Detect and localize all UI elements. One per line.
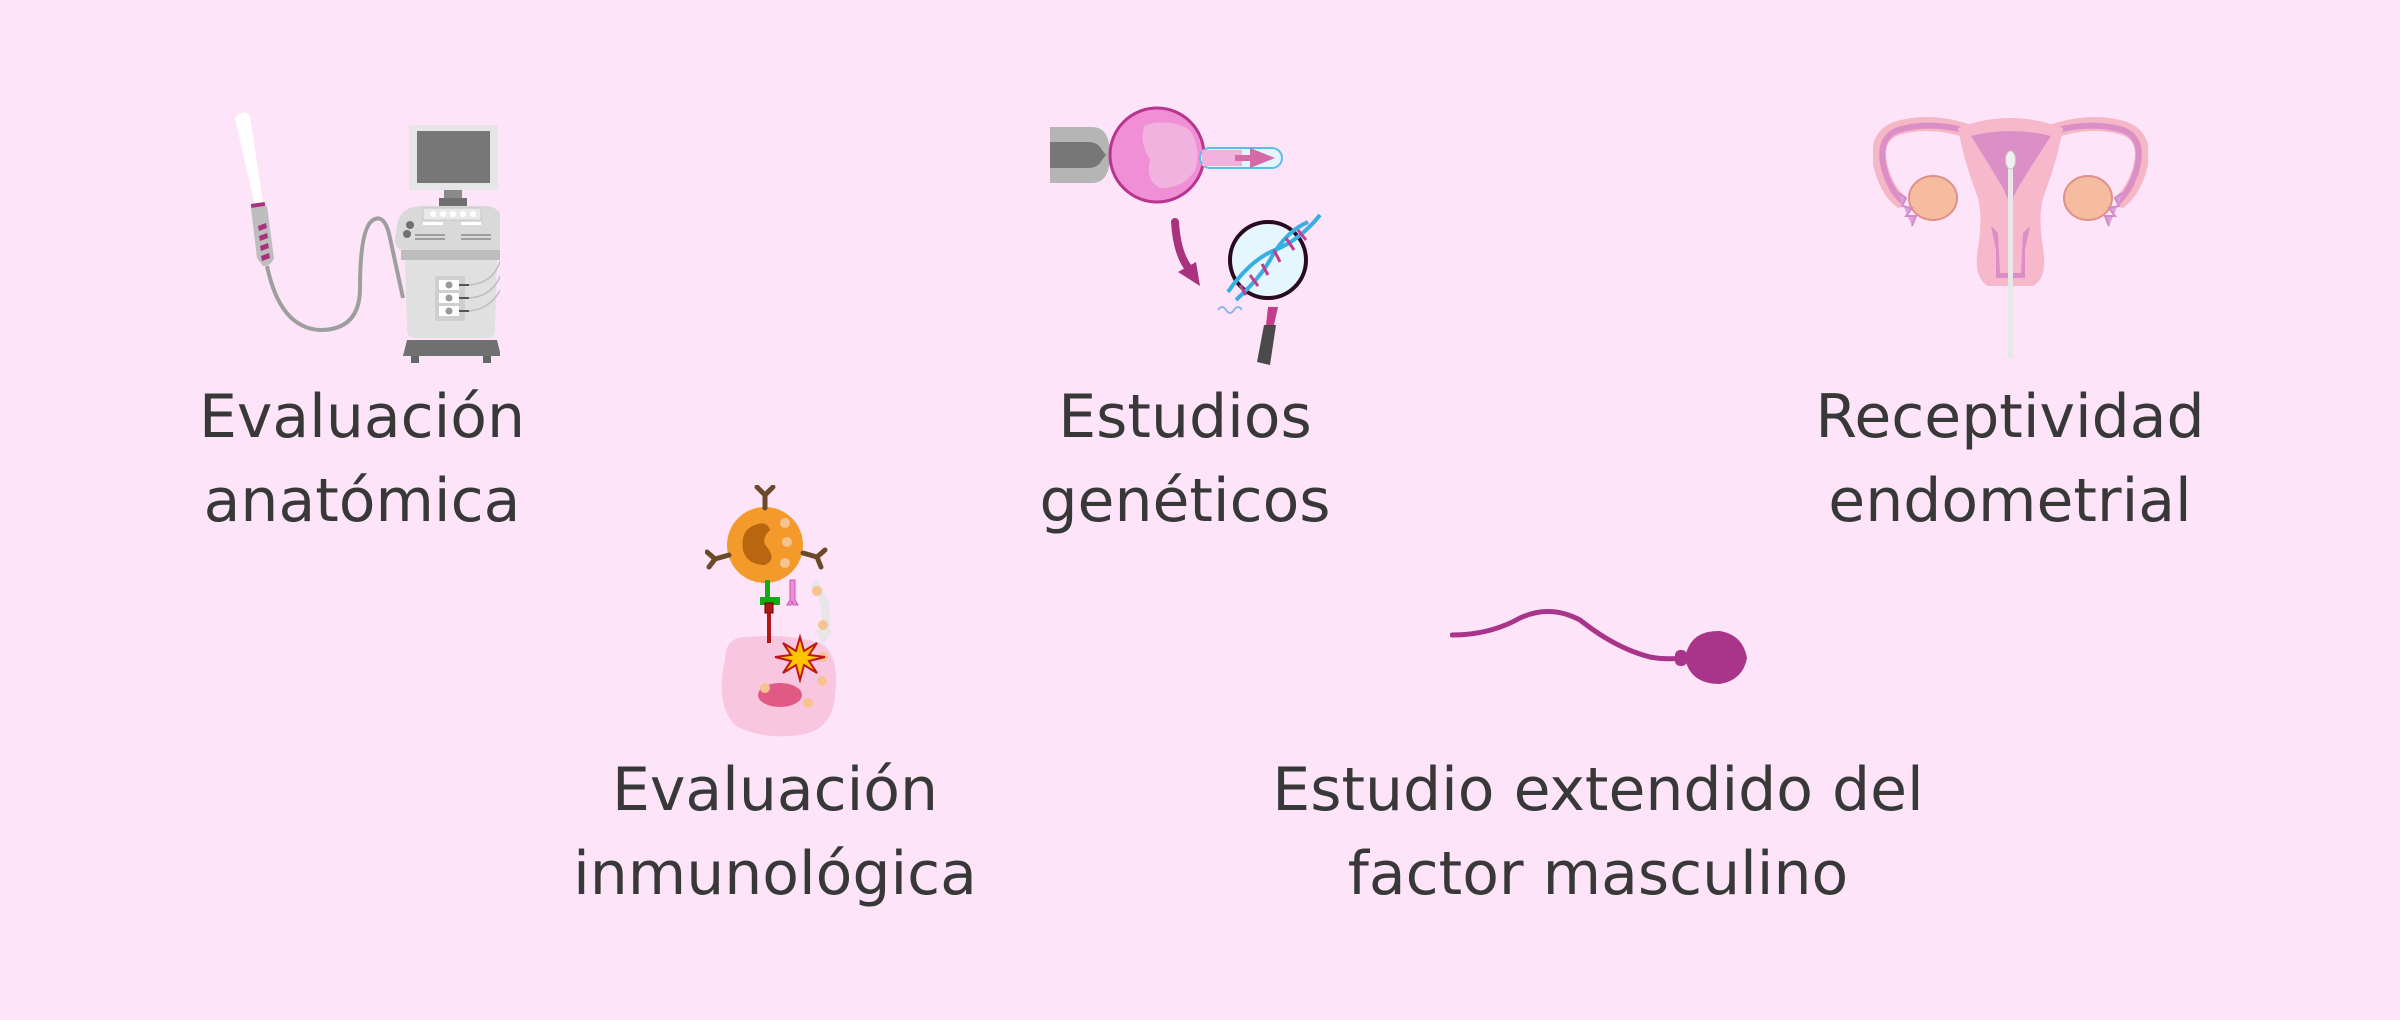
label-line-2: inmunológica [573, 839, 977, 909]
embryo-biopsy-dna-magnifier-icon [1050, 106, 1322, 365]
ultrasound-machine-icon [235, 112, 500, 363]
label-male-factor-study: Estudio extendido del factor masculino [1272, 748, 1923, 916]
label-genetic-studies: Estudios genéticos [1039, 375, 1330, 543]
label-anatomical-evaluation: Evaluación anatómica [199, 375, 525, 543]
immune-cell-attack-icon [705, 485, 836, 737]
label-line-1: Estudio extendido del [1272, 755, 1924, 825]
sperm-icon [1450, 608, 1747, 684]
label-line-2: genéticos [1039, 466, 1331, 536]
label-line-2: factor masculino [1347, 839, 1849, 909]
label-immunological-evaluation: Evaluación inmunológica [573, 748, 977, 916]
label-line-1: Evaluación [611, 755, 939, 825]
uterus-catheter-icon [1873, 117, 2148, 358]
label-line-2: anatómica [203, 466, 521, 536]
label-line-1: Estudios [1058, 382, 1312, 452]
label-endometrial-receptivity: Receptividad endometrial [1815, 375, 2204, 543]
label-line-2: endometrial [1828, 466, 2192, 536]
label-line-1: Evaluación [198, 382, 526, 452]
label-line-1: Receptividad [1815, 382, 2205, 452]
